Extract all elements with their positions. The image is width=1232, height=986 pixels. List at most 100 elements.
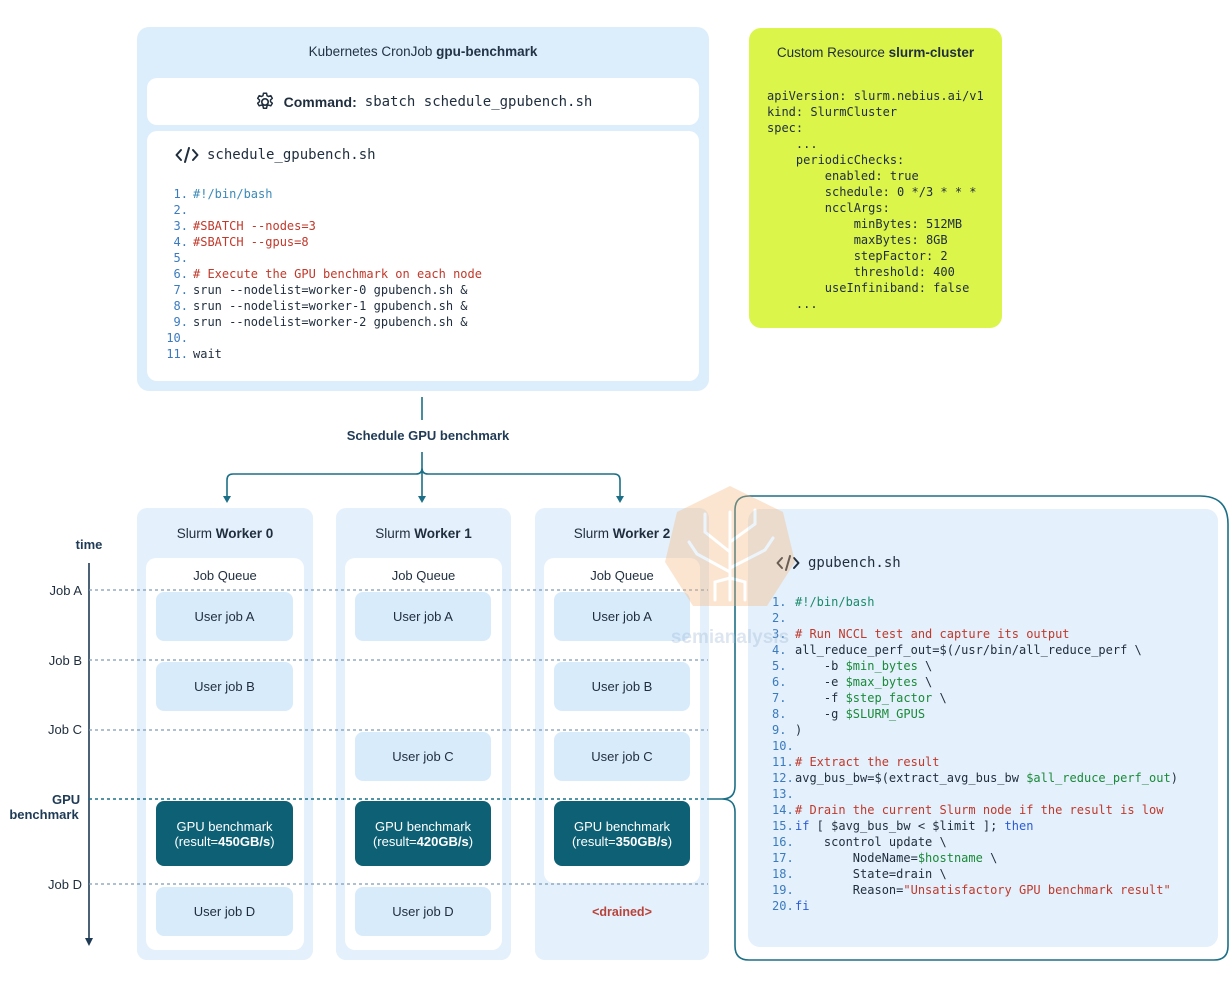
schedule-script-filename: schedule_gpubench.sh bbox=[207, 147, 376, 163]
worker-2-job-a[interactable]: User job A bbox=[554, 592, 690, 641]
code-token: -e bbox=[795, 675, 846, 689]
worker-2-queue-title: Job Queue bbox=[590, 568, 654, 583]
code-token: # Extract the result bbox=[795, 755, 940, 769]
gpubench-line: 9.) bbox=[772, 722, 1178, 738]
gpubench-line: 8. -g $SLURM_GPUS bbox=[772, 706, 1178, 722]
line-number: 12. bbox=[772, 771, 794, 785]
worker-1-gpu-benchmark[interactable]: GPU benchmark (result=420GB/s) bbox=[355, 801, 491, 866]
line-number: 7. bbox=[173, 283, 188, 297]
worker-0-job-a[interactable]: User job A bbox=[156, 592, 293, 641]
gpubench-line: 18. State=drain \ bbox=[772, 866, 1178, 882]
worker-1-job-c[interactable]: User job C bbox=[355, 732, 491, 781]
gpu-benchmark-label: GPU benchmark bbox=[4, 792, 84, 822]
schedule-script-line: 6.# Execute the GPU benchmark on each no… bbox=[166, 266, 482, 282]
custom-resource-line: enabled: true bbox=[767, 169, 919, 183]
code-token: fi bbox=[795, 899, 810, 913]
command-label: Command: bbox=[283, 93, 357, 110]
custom-resource-line: maxBytes: 8GB bbox=[767, 233, 948, 247]
line-number: 5. bbox=[772, 659, 787, 673]
worker-2-title-prefix: Slurm bbox=[573, 526, 613, 541]
line-number: 3. bbox=[173, 219, 188, 233]
cronjob-title-prefix: Kubernetes CronJob bbox=[308, 44, 437, 59]
worker-0-gpu-result-suffix: ) bbox=[270, 833, 275, 849]
worker-1-gpu-result-suffix: ) bbox=[468, 833, 474, 849]
worker-2-job-b[interactable]: User job B bbox=[554, 662, 690, 711]
worker-1-title: Slurm Worker 1 bbox=[336, 526, 511, 541]
custom-resource-line: ... bbox=[767, 297, 818, 311]
worker-1-job-a[interactable]: User job A bbox=[355, 592, 491, 641]
worker-0-job-d[interactable]: User job D bbox=[156, 887, 293, 936]
line-number: 8. bbox=[173, 299, 188, 313]
schedule-script-line: 1.#!/bin/bash bbox=[166, 186, 482, 202]
line-number: 1. bbox=[772, 595, 787, 609]
schedule-script-box bbox=[147, 131, 699, 381]
line-number: 13. bbox=[772, 787, 794, 801]
code-token: # Drain the current Slurm node if the re… bbox=[795, 803, 1164, 817]
code-token: $SLURM_GPUS bbox=[845, 707, 926, 721]
gpubench-line: 15.if [ $avg_bus_bw < $limit ]; then bbox=[772, 818, 1178, 834]
code-token: $hostname bbox=[917, 851, 983, 865]
code-token: ) bbox=[1170, 771, 1178, 785]
custom-resource-title: Custom Resource slurm-cluster bbox=[749, 45, 1002, 60]
time-axis-arrow bbox=[85, 938, 93, 946]
line-text: srun --nodelist=worker-2 gpubench.sh & bbox=[193, 315, 468, 329]
worker-0-title: Slurm Worker 0 bbox=[137, 526, 313, 541]
gpubench-line: 10. bbox=[772, 738, 1178, 754]
worker-0-gpu-result-value: 450GB/s bbox=[218, 833, 271, 849]
worker-2-title: Slurm Worker 2 bbox=[535, 526, 709, 541]
job-d-label: Job D bbox=[20, 877, 82, 892]
worker-1-job-d[interactable]: User job D bbox=[355, 887, 491, 936]
line-number: 16. bbox=[772, 835, 794, 849]
code-token: $max_bytes bbox=[845, 675, 918, 689]
code-token: scontrol update \ bbox=[795, 835, 947, 849]
code-token: avg_bus_bw=$(extract_avg_bus_bw bbox=[795, 771, 1027, 785]
line-number: 10. bbox=[166, 331, 188, 345]
worker-2-gpu-result-value: 350GB/s bbox=[615, 833, 668, 849]
line-number: 11. bbox=[166, 347, 188, 361]
code-token: "Unsatisfactory GPU benchmark result" bbox=[903, 883, 1171, 897]
code-token: \ bbox=[932, 691, 947, 705]
worker-2-job-c[interactable]: User job C bbox=[554, 732, 690, 781]
gpubench-filename: gpubench.sh bbox=[808, 555, 901, 571]
custom-resource-title-prefix: Custom Resource bbox=[776, 45, 889, 60]
command-value: sbatch schedule_gpubench.sh bbox=[364, 93, 593, 110]
schedule-script-line: 5. bbox=[166, 250, 482, 266]
code-token: \ bbox=[982, 851, 998, 865]
worker-2-gpu-label: GPU benchmark bbox=[573, 818, 671, 834]
schedule-script-line: 8. srun --nodelist=worker-1 gpubench.sh & bbox=[166, 298, 482, 314]
gpubench-bracket bbox=[710, 495, 1229, 961]
line-number: 18. bbox=[772, 867, 794, 881]
worker-0-queue-title: Job Queue bbox=[193, 568, 257, 583]
worker-0-job-b[interactable]: User job B bbox=[156, 662, 293, 711]
worker-2-name: Worker 2 bbox=[612, 526, 671, 541]
line-text: #SBATCH --gpus=8 bbox=[193, 235, 309, 249]
gpubench-line: 11.# Extract the result bbox=[772, 754, 1178, 770]
arrow-head-worker-1 bbox=[418, 496, 426, 503]
custom-resource-line: threshold: 400 bbox=[767, 265, 955, 279]
schedule-script-line: 9.srun --nodelist=worker-2 gpubench.sh & bbox=[166, 314, 482, 330]
line-text: srun --nodelist=worker-1 gpubench.sh & bbox=[193, 299, 468, 313]
line-number: 10. bbox=[772, 739, 794, 753]
schedule-script-line: 7.srun --nodelist=worker-0 gpubench.sh & bbox=[166, 282, 482, 298]
custom-resource-line: minBytes: 512MB bbox=[767, 217, 963, 231]
custom-resource-line: useInfiniband: false bbox=[767, 281, 970, 295]
custom-resource-line: apiVersion: slurm.nebius.ai/v1 bbox=[767, 89, 984, 103]
worker-2-gpu-benchmark[interactable]: GPU benchmark (result=350GB/s) bbox=[554, 801, 690, 866]
command-row: Command: sbatch schedule_gpubench.sh bbox=[147, 78, 699, 125]
line-text: #SBATCH --nodes=3 bbox=[193, 219, 316, 233]
custom-resource-line: schedule: 0 */3 * * * bbox=[767, 185, 977, 199]
schedule-connector-branches bbox=[226, 452, 621, 498]
code-token: all_reduce_perf_out=$(/usr/bin/all_reduc… bbox=[795, 643, 1142, 657]
schedule-script-line: 4. #SBATCH --gpus=8 bbox=[166, 234, 482, 250]
code-token: # Run NCCL test and capture its output bbox=[795, 627, 1070, 641]
code-token: $step_factor bbox=[845, 691, 933, 705]
line-number: 4. bbox=[173, 235, 188, 249]
line-number: 14. bbox=[772, 803, 794, 817]
gpubench-line: 4.all_reduce_perf_out=$(/usr/bin/all_red… bbox=[772, 642, 1178, 658]
cronjob-title: Kubernetes CronJob gpu-benchmark bbox=[137, 44, 709, 59]
worker-0-gpu-benchmark[interactable]: GPU benchmark (result=450GB/s) bbox=[156, 801, 293, 866]
code-token: -b bbox=[795, 659, 846, 673]
gpu-benchmark-label-line1: GPU bbox=[52, 792, 81, 807]
